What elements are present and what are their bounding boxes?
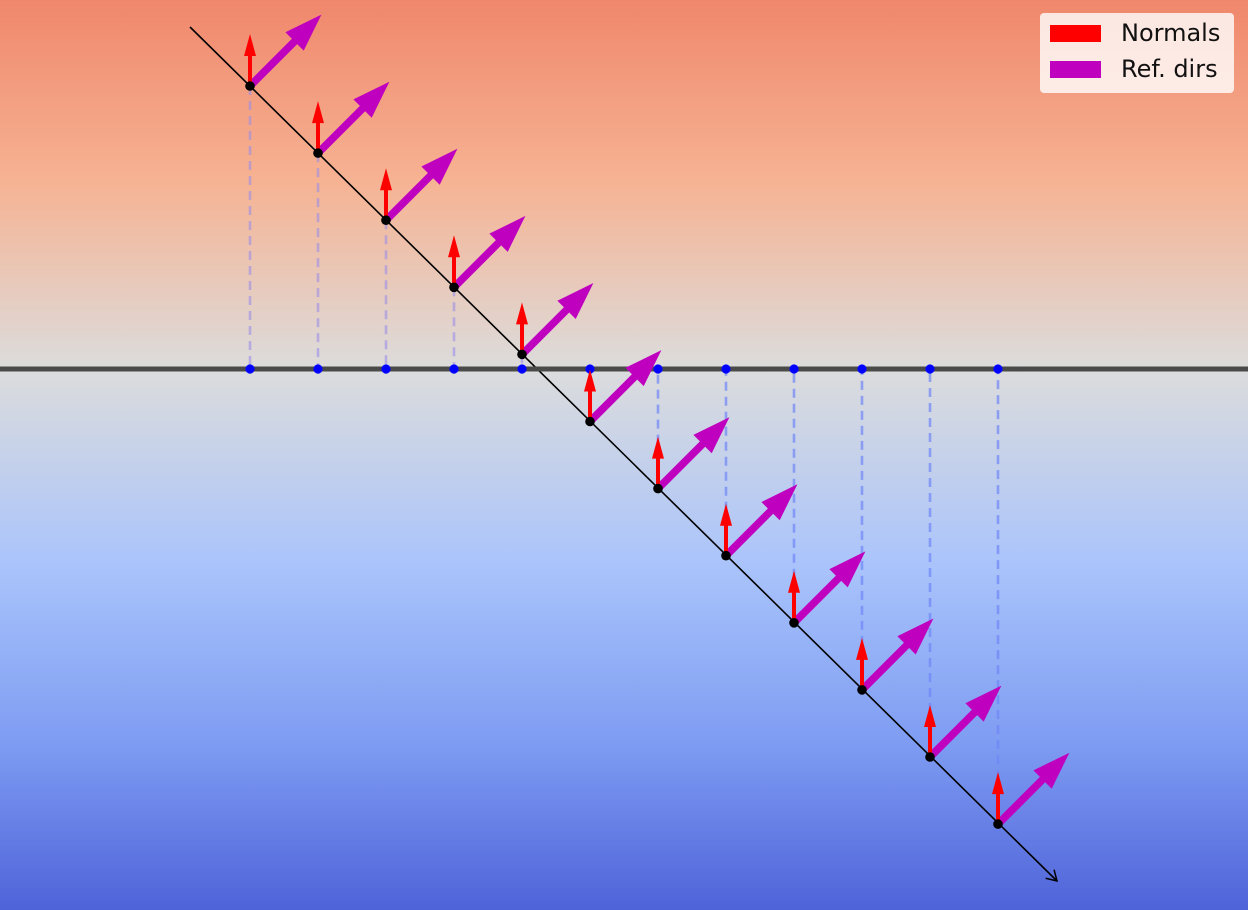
projected-point xyxy=(313,364,323,374)
diagonal-point xyxy=(653,483,663,494)
legend-swatch-ref-dirs xyxy=(1050,60,1101,78)
projected-point xyxy=(517,364,527,374)
normal-arrow xyxy=(720,503,732,556)
diagonal-point xyxy=(857,685,867,695)
diagonal-point xyxy=(381,215,391,225)
diagonal-point xyxy=(721,550,731,561)
diagonal-point xyxy=(925,752,935,762)
projected-point xyxy=(653,364,663,374)
normal-arrow xyxy=(448,235,460,288)
normal-arrow xyxy=(244,34,256,86)
diagonal-point xyxy=(789,618,799,628)
normal-arrow xyxy=(312,101,324,154)
normal-arrow xyxy=(652,436,664,489)
legend-swatch-normals xyxy=(1050,24,1101,42)
projected-point xyxy=(721,364,731,374)
ref-dir-arrow xyxy=(859,618,934,693)
projected-point xyxy=(789,364,799,374)
diagonal-line xyxy=(189,26,1059,883)
ref-dir-arrow xyxy=(995,752,1070,827)
ref-dir-arrow xyxy=(451,215,526,290)
normal-arrow xyxy=(584,369,596,422)
diagonal-point xyxy=(585,416,595,427)
legend-item-normals: Normals xyxy=(1050,18,1220,48)
normal-arrow xyxy=(380,168,392,221)
legend-label-ref-dirs: Ref. dirs xyxy=(1121,55,1218,83)
ref-dir-arrow xyxy=(791,551,866,626)
ref-dir-arrow xyxy=(519,283,594,358)
diagonal-point xyxy=(993,819,1003,829)
ref-dir-arrow xyxy=(723,484,798,559)
ref-dir-arrow xyxy=(587,350,662,425)
legend-label-normals: Normals xyxy=(1121,19,1221,47)
projected-point xyxy=(585,364,595,374)
ref-dir-arrow xyxy=(927,685,1002,760)
ref-dir-arrow xyxy=(655,417,730,492)
projected-point xyxy=(449,364,459,374)
projected-point xyxy=(245,364,255,374)
normal-arrow xyxy=(788,570,800,623)
normal-arrow xyxy=(856,637,868,690)
normal-arrow xyxy=(516,302,528,355)
diagonal-point xyxy=(245,81,255,91)
legend: Normals Ref. dirs xyxy=(1040,13,1234,93)
projected-point xyxy=(993,364,1003,374)
projected-point xyxy=(925,364,935,374)
projected-point xyxy=(381,364,391,374)
diagonal-point xyxy=(517,349,527,360)
diagonal-point xyxy=(449,282,459,293)
normal-arrow xyxy=(992,772,1004,825)
normal-arrow xyxy=(924,705,936,757)
legend-item-ref-dirs: Ref. dirs xyxy=(1050,54,1218,84)
diagonal-point xyxy=(313,148,323,158)
ref-dir-arrow xyxy=(383,148,458,223)
projected-point xyxy=(857,364,867,374)
ref-dir-arrow xyxy=(247,14,322,89)
ref-dir-arrow xyxy=(315,81,390,156)
